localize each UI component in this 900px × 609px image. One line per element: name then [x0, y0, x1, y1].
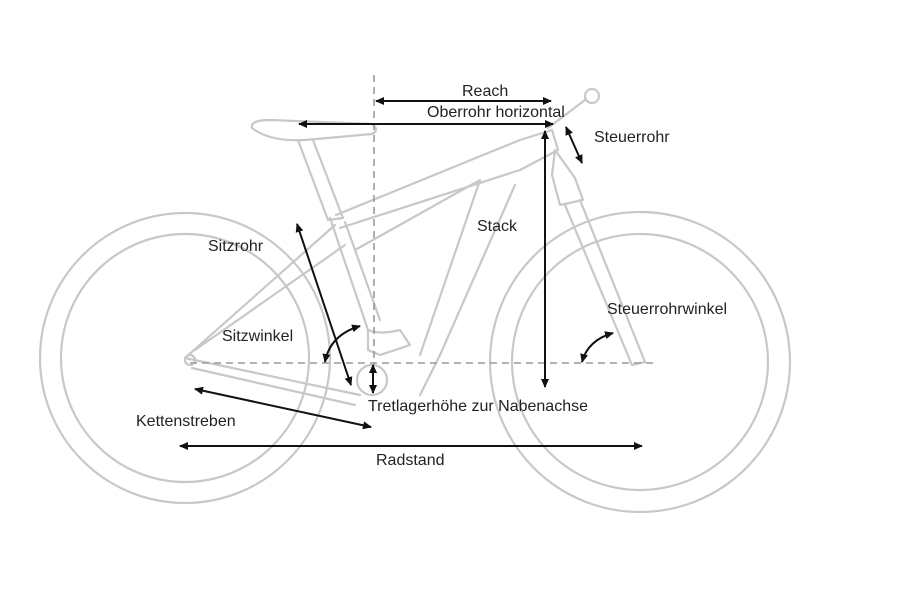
chain-stay [183, 356, 362, 407]
label-bb-height: Tretlagerhöhe zur Nabenachse [368, 398, 588, 415]
label-seat-angle: Sitzwinkel [222, 328, 294, 345]
label-reach: Reach [462, 83, 509, 100]
down-tube [353, 178, 517, 397]
seat-tube [328, 216, 382, 332]
seat-angle-arc [322, 324, 361, 363]
stem [546, 98, 587, 130]
handlebar [583, 87, 601, 105]
label-head-angle: Steuerrohrwinkel [607, 301, 728, 318]
top-tube [334, 128, 560, 230]
front-rim [510, 232, 770, 492]
label-chainstays: Kettenstreben [136, 413, 236, 430]
front-tire [488, 210, 792, 514]
head-tube [550, 148, 585, 207]
label-stack: Stack [477, 218, 518, 235]
chainstay-arrow [194, 386, 372, 430]
motor-mount [366, 328, 412, 357]
saddle [250, 118, 378, 142]
rear-axle [183, 353, 197, 367]
head-tube-arrow [565, 126, 583, 164]
seatpost [296, 138, 345, 222]
seat-tube-arrow [295, 223, 353, 386]
measurement-arrows [179, 97, 643, 450]
label-wheelbase: Radstand [376, 452, 445, 469]
head-angle-arc [580, 331, 614, 363]
label-head-tube: Steuerrohr [594, 129, 670, 146]
label-top-tube: Oberrohr horizontal [427, 104, 565, 121]
label-seat-tube: Sitzrohr [208, 238, 264, 255]
